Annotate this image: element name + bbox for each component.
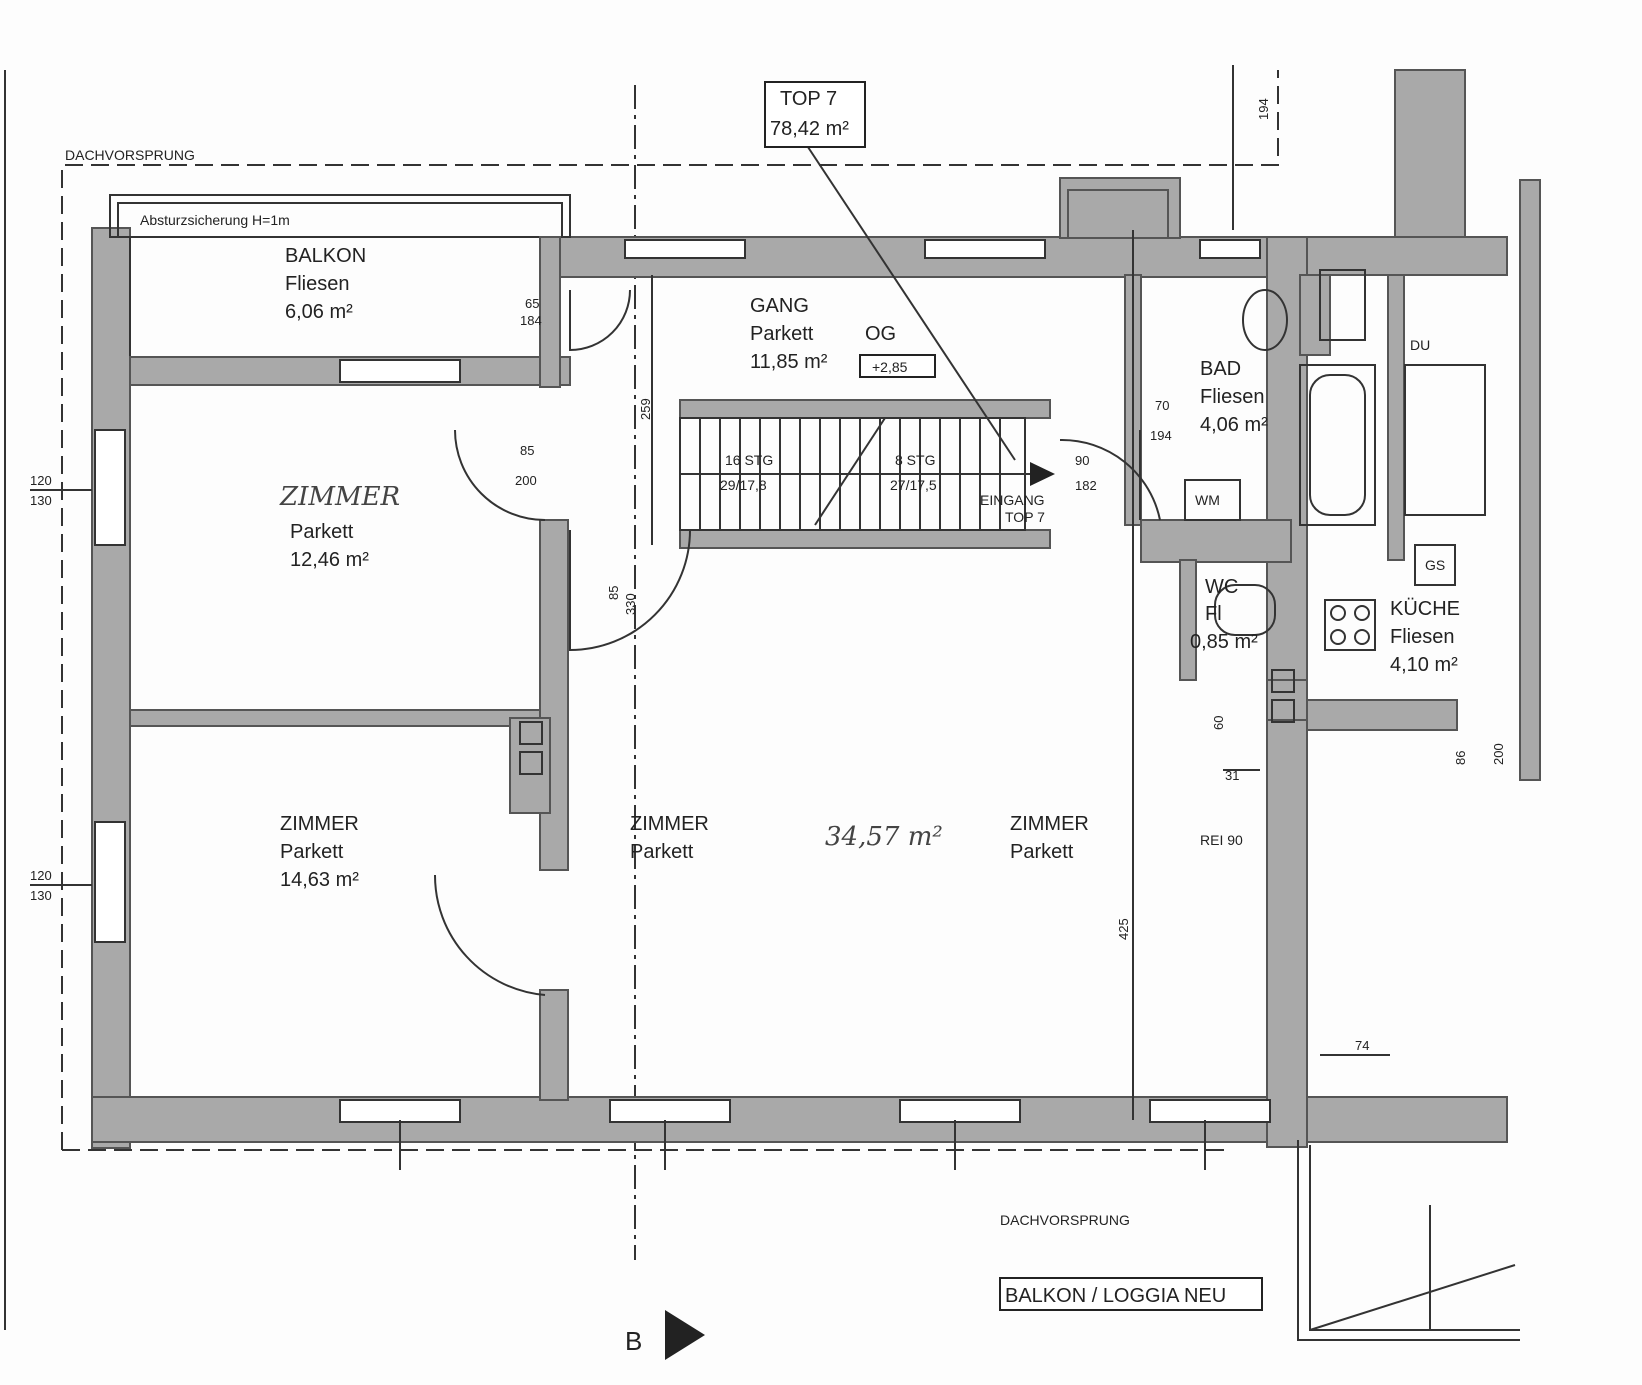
- room-name-bad: BAD: [1200, 358, 1241, 380]
- unit-label: TOP 7: [780, 88, 837, 110]
- room-floor-gang: Parkett: [750, 323, 814, 345]
- room-area-kueche: 4,10 m²: [1390, 654, 1458, 676]
- room-area-balkon: 6,06 m²: [285, 301, 353, 323]
- stair-ratio-left: 29/17,8: [720, 477, 767, 493]
- room-name-kueche: KÜCHE: [1390, 598, 1460, 620]
- entrance-unit: TOP 7: [1005, 509, 1045, 525]
- room-floor-bad: Fliesen: [1200, 386, 1264, 408]
- dim-60: 60: [1211, 716, 1226, 730]
- new-balcony: [1297, 1140, 1520, 1341]
- dim-200: 200: [515, 473, 537, 488]
- staircase: [679, 134, 1055, 549]
- new-balcony-label: BALKON / LOGGIA NEU: [1005, 1285, 1226, 1307]
- room-name-balkon: BALKON: [285, 245, 366, 267]
- dim-85-b: 85: [606, 586, 621, 600]
- room-area-zimmer-1: 12,46 m²: [290, 549, 369, 571]
- eaves-outline: [4, 70, 1279, 1330]
- room-floor-wc: Fl: [1205, 603, 1222, 625]
- dim-74: 74: [1355, 1038, 1369, 1053]
- level-label: OG: [865, 323, 896, 345]
- dim-200-b: 200: [1491, 743, 1506, 765]
- dim-130: 130: [30, 493, 52, 508]
- dim-330: 330: [623, 593, 638, 615]
- section-label: B: [625, 1326, 642, 1356]
- room-floor-zimmer-1: Parkett: [290, 521, 354, 543]
- dim-120: 120: [30, 473, 52, 488]
- level-value: +2,85: [872, 359, 908, 375]
- dim-70: 70: [1155, 398, 1169, 413]
- washing-machine-label: WM: [1195, 492, 1220, 508]
- room-name-zimmer-3: ZIMMER: [630, 813, 709, 835]
- dim-120-b: 120: [30, 868, 52, 883]
- room-area-zimmer-2: 14,63 m²: [280, 869, 359, 891]
- stair-steps-left: 16 STG: [725, 452, 773, 468]
- outer-walls: [91, 69, 1541, 1149]
- dim-194: 194: [1150, 428, 1172, 443]
- dim-182: 182: [1075, 478, 1097, 493]
- labels: TOP 7 78,42 m² DACHVORSPRUNG DACHVORSPRU…: [30, 81, 1506, 1356]
- unit-area: 78,42 m²: [770, 118, 849, 140]
- dim-85: 85: [520, 443, 534, 458]
- room-floor-zimmer-4: Parkett: [1010, 841, 1074, 863]
- eaves-label-bottom: DACHVORSPRUNG: [1000, 1212, 1130, 1228]
- windows: [94, 239, 1271, 1123]
- dim-425: 425: [1116, 918, 1131, 940]
- doors: [433, 289, 1161, 996]
- dim-259: 259: [638, 398, 653, 420]
- dim-90: 90: [1075, 453, 1089, 468]
- stair-steps-right: 8 STG: [895, 452, 935, 468]
- entrance-label: EINGANG: [980, 492, 1045, 508]
- room-floor-balkon: Fliesen: [285, 273, 349, 295]
- room-floor-kueche: Fliesen: [1390, 626, 1454, 648]
- dim-130-b: 130: [30, 888, 52, 903]
- eaves-label-top: DACHVORSPRUNG: [65, 147, 195, 163]
- room-area-bad: 4,06 m²: [1200, 414, 1268, 436]
- fixtures: [519, 269, 1486, 775]
- room-name-zimmer-2: ZIMMER: [280, 813, 359, 835]
- room-name-zimmer-1: ZIMMER: [279, 482, 400, 512]
- dim-31: 31: [1225, 768, 1239, 783]
- room-floor-zimmer-3: Parkett: [630, 841, 694, 863]
- shower-label: DU: [1410, 337, 1430, 353]
- dim-184: 184: [520, 313, 542, 328]
- room-floor-zimmer-2: Parkett: [280, 841, 344, 863]
- fire-rating-label: REI 90: [1200, 832, 1243, 848]
- dishwasher-label: GS: [1425, 557, 1445, 573]
- room-name-wc: WC: [1205, 576, 1238, 598]
- room-area-wc: 0,85 m²: [1190, 631, 1258, 653]
- dim-194-top: 194: [1256, 98, 1271, 120]
- section-arrow: [665, 1310, 705, 1360]
- room-area-gang: 11,85 m²: [750, 351, 828, 373]
- stair-ratio-right: 27/17,5: [890, 477, 937, 493]
- dim-86: 86: [1453, 751, 1468, 765]
- dim-65: 65: [525, 296, 539, 311]
- balcony: [109, 194, 571, 388]
- room-name-zimmer-4: ZIMMER: [1010, 813, 1089, 835]
- dimension-lines: [30, 65, 1390, 1170]
- railing-note: Absturzsicherung H=1m: [140, 212, 290, 228]
- living-area-handwritten: 34,57 m²: [825, 822, 943, 852]
- interior-walls: [129, 274, 1405, 1101]
- room-name-gang: GANG: [750, 295, 809, 317]
